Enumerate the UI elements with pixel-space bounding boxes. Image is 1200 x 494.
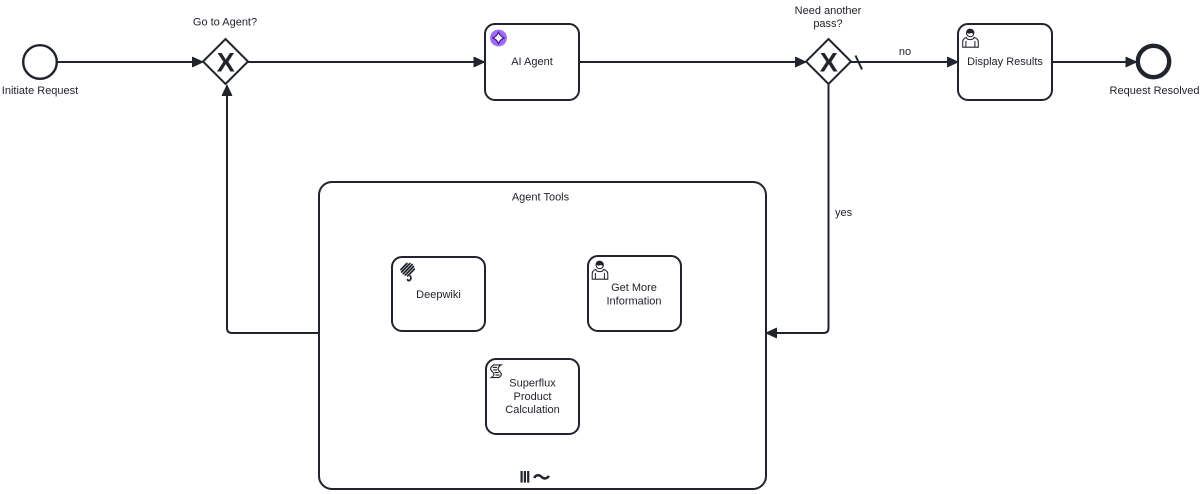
svg-text:Agent Tools: Agent Tools bbox=[512, 192, 570, 204]
svg-text:AI Agent: AI Agent bbox=[511, 56, 553, 68]
svg-text:Deepwiki: Deepwiki bbox=[416, 289, 461, 301]
svg-text:no: no bbox=[899, 46, 911, 58]
svg-text:Display Results: Display Results bbox=[967, 56, 1043, 68]
svg-text:pass?: pass? bbox=[813, 18, 842, 30]
svg-text:Need another: Need another bbox=[795, 5, 862, 17]
svg-text:Request Resolved: Request Resolved bbox=[1110, 85, 1200, 97]
svg-text:Initiate Request: Initiate Request bbox=[2, 85, 78, 97]
svg-text:Product: Product bbox=[514, 391, 552, 403]
svg-text:Get More: Get More bbox=[611, 282, 657, 294]
svg-text:yes: yes bbox=[835, 207, 853, 219]
svg-text:X: X bbox=[820, 47, 838, 77]
svg-text:Go to Agent?: Go to Agent? bbox=[193, 17, 257, 29]
svg-text:Superflux: Superflux bbox=[509, 378, 556, 390]
svg-text:Information: Information bbox=[606, 295, 661, 307]
svg-text:Calculation: Calculation bbox=[505, 404, 559, 416]
svg-text:X: X bbox=[217, 47, 235, 77]
